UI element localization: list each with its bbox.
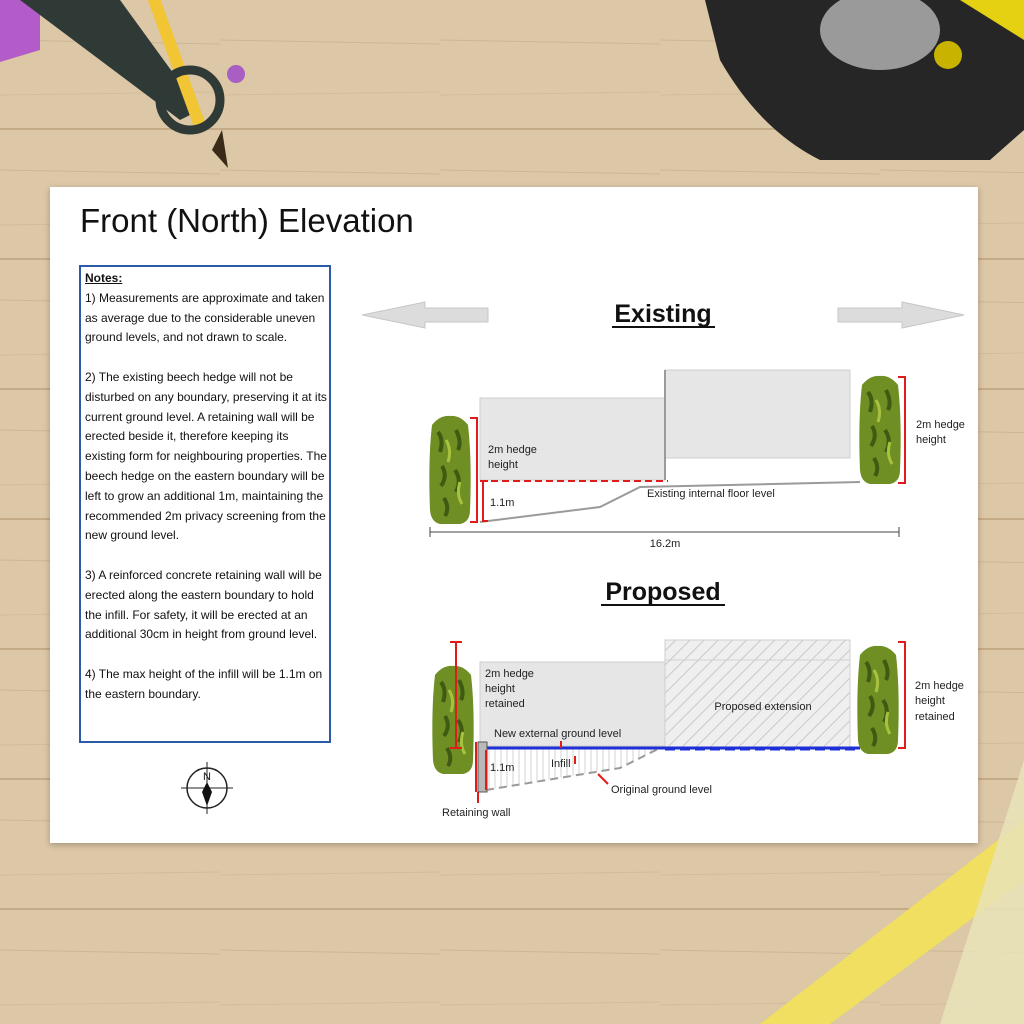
existing-floor-level-label: Existing internal floor level (647, 488, 775, 500)
proposed-extension-block (664, 639, 851, 749)
existing-right-hedge-dimension (898, 376, 906, 484)
existing-left-hedge-dimension (470, 417, 478, 523)
infill-label: Infill (551, 758, 571, 770)
proposed-right-hedge-dimension (898, 641, 906, 749)
leader-tick (597, 773, 609, 785)
proposed-left-hedge-dimension (450, 641, 462, 749)
direction-arrow-east-icon (837, 301, 965, 329)
retaining-wall-label: Retaining wall (442, 807, 510, 819)
north-arrow-compass-icon: N (181, 762, 233, 814)
proposed-depth-label: 1.1m (490, 762, 514, 774)
existing-heading: Existing (614, 300, 711, 328)
ruler-icon (760, 760, 1024, 1024)
proposed-left-hedge-label: 2m hedge (485, 668, 534, 680)
proposed-extension-label: Proposed extension (714, 701, 811, 713)
existing-ground-line (479, 481, 861, 523)
tape-measure-icon (705, 0, 1024, 160)
hedge-icon (430, 663, 476, 776)
infill-area (486, 748, 660, 790)
existing-right-hedge-label: height (916, 434, 946, 446)
existing-depth-dimension (482, 480, 488, 522)
compass-north-letter: N (203, 771, 211, 783)
proposed-right-hedge-label: 2m hedge (915, 680, 964, 692)
existing-left-hedge-label: height (488, 459, 518, 471)
note-item: 3) A reinforced concrete retaining wall … (85, 567, 322, 642)
proposed-right-hedge-label: retained (915, 711, 955, 723)
note-item: 1) Measurements are approximate and take… (85, 290, 325, 345)
existing-depth-label: 1.1m (490, 497, 514, 509)
proposed-left-hedge-label: retained (485, 698, 525, 710)
proposed-right-hedge-label: height (915, 695, 945, 707)
original-ground-level-label: Original ground level (611, 784, 712, 796)
original-ground-line (485, 747, 661, 791)
hedge-icon (857, 373, 903, 486)
notes-heading: Notes: (85, 271, 123, 285)
notes-box: Notes: 1) Measurements are approximate a… (79, 265, 331, 743)
existing-left-hedge-label: 2m hedge (488, 444, 537, 456)
new-ground-level-label: New external ground level (494, 728, 621, 740)
proposed-left-hedge-label: height (485, 683, 515, 695)
existing-right-hedge-label: 2m hedge (916, 419, 965, 431)
existing-building-west (479, 397, 666, 481)
direction-arrow-west-icon (361, 301, 489, 329)
hedge-icon (427, 413, 473, 526)
existing-width-label: 16.2m (650, 538, 681, 550)
hedge-icon (855, 643, 901, 756)
drawing-compass-icon (0, 0, 245, 168)
page-title: Front (North) Elevation (80, 202, 414, 239)
proposed-heading: Proposed (605, 578, 720, 606)
note-item: 4) The max height of the infill will be … (85, 666, 323, 701)
existing-building-east (664, 369, 851, 459)
note-item: 2) The existing beech hedge will not be … (85, 369, 327, 543)
